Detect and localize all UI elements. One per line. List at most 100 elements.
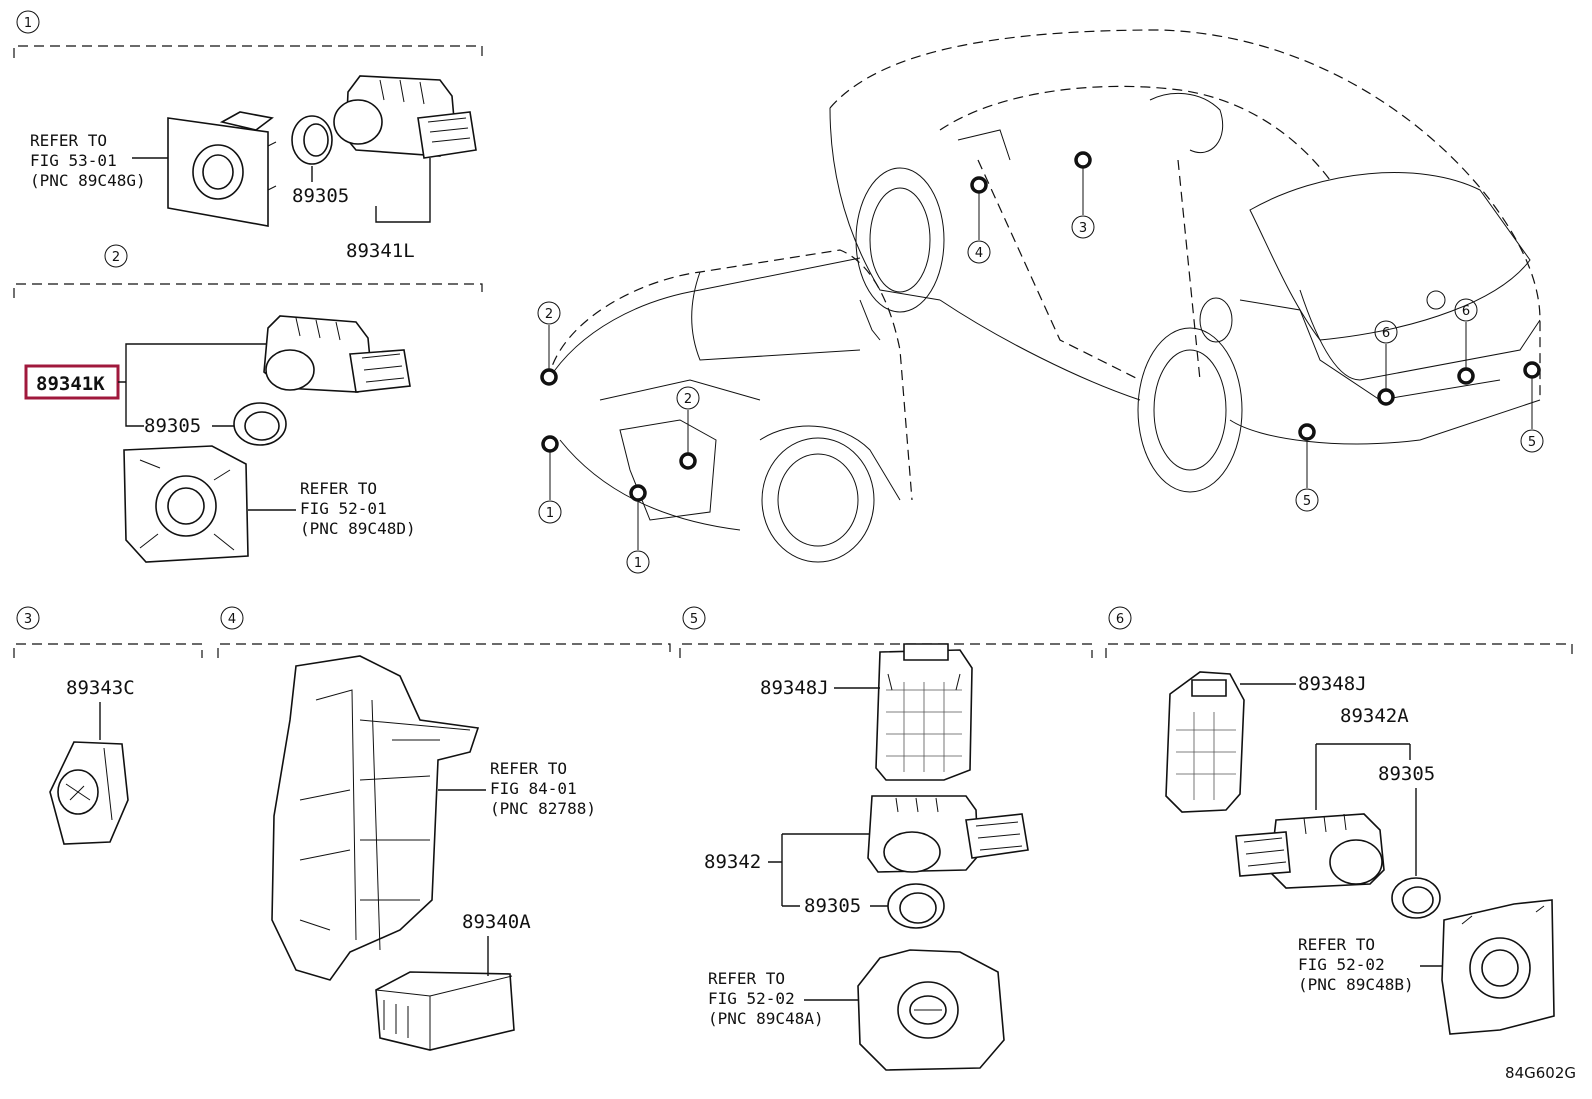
section-2-refer-to: REFER TO [300, 479, 377, 498]
section-5-number: 5 [690, 612, 698, 627]
part-label-89340A: 89340A [462, 911, 531, 933]
section-1-marker [16, 10, 40, 34]
part-label-89305-1: 89305 [292, 185, 349, 207]
sensor-bezel-6 [1441, 899, 1555, 1035]
leader [1315, 743, 1411, 810]
sensor-location-dot [1523, 361, 1541, 379]
callout-marker [626, 550, 650, 574]
callout-marker [1071, 215, 1095, 239]
sensor-ring-89305-5 [887, 883, 945, 929]
section-5-fig: FIG 52-02 [708, 989, 795, 1008]
leader [768, 833, 870, 907]
part-label-89348J-6: 89348J [1298, 673, 1367, 695]
section-4-fig: FIG 84-01 [490, 779, 577, 798]
rear-vehicle-view: 4 3 6 6 5 5 [829, 29, 1544, 512]
part-label-89342A: 89342A [1340, 705, 1409, 727]
ecu-bracket [271, 655, 480, 981]
section-4: 4 REFER TO FIG 84-01 (PNC 82788) 89340A [217, 606, 671, 1051]
sensor-bezel-1 [167, 111, 277, 227]
callout-number: 1 [634, 556, 642, 571]
section-6-number: 6 [1116, 612, 1124, 627]
sensor-89342A [1235, 813, 1385, 889]
section-5-bracket [679, 643, 1093, 658]
sensor-ring-89305-1 [291, 115, 333, 165]
section-5-pnc: (PNC 89C48A) [708, 1009, 824, 1028]
sensor-ring-89305-2 [233, 402, 287, 446]
sensor-89341K [263, 315, 411, 393]
section-2-marker [104, 244, 128, 268]
section-6-refer-to: REFER TO [1298, 935, 1375, 954]
ecu-89340A [375, 971, 515, 1051]
leader [118, 343, 266, 427]
sensor-bezel-2 [123, 445, 249, 563]
callout-number: 2 [545, 307, 553, 322]
callout-number: 5 [1303, 494, 1311, 509]
section-2-pnc: (PNC 89C48D) [300, 519, 416, 538]
sensor-location-dot [1377, 388, 1395, 406]
section-6-marker [1108, 606, 1132, 630]
callout-number: 6 [1462, 304, 1470, 319]
sensor-location-dot [1298, 423, 1316, 441]
section-6-pnc: (PNC 89C48B) [1298, 975, 1414, 994]
retainer-89348J-1 [875, 643, 973, 781]
sensor-location-dot [679, 452, 697, 470]
part-label-89341L: 89341L [346, 240, 415, 262]
part-label-89348J-5: 89348J [760, 677, 829, 699]
section-2-fig: FIG 52-01 [300, 499, 387, 518]
section-2: 2 89341K 89305 REFER TO FIG 52-01 (PNC 8… [13, 244, 483, 563]
callout-marker [676, 386, 700, 410]
callout-marker [1454, 298, 1478, 322]
section-2-number: 2 [112, 250, 120, 265]
section-3-bracket [13, 643, 203, 658]
callout-marker [537, 301, 561, 325]
callout-number: 5 [1528, 435, 1536, 450]
part-label-89305-2: 89305 [144, 415, 201, 437]
section-6-bracket [1105, 643, 1573, 658]
section-4-pnc: (PNC 82788) [490, 799, 596, 818]
callout-number: 2 [684, 392, 692, 407]
callout-number: 3 [1079, 221, 1087, 236]
front-vehicle-view: 2 1 2 1 [537, 249, 913, 574]
section-1-fig: FIG 53-01 [30, 151, 117, 170]
callout-marker [1520, 429, 1544, 453]
section-4-number: 4 [228, 612, 236, 627]
section-3-marker [16, 606, 40, 630]
sensor-location-dot [540, 368, 558, 386]
callout-number: 1 [546, 506, 554, 521]
section-5-marker [682, 606, 706, 630]
callout-marker [538, 500, 562, 524]
sensor-location-dot [1457, 367, 1475, 385]
sensor-location-dot [970, 176, 988, 194]
section-1-number: 1 [24, 16, 32, 31]
sensor-89341L [333, 75, 477, 159]
leader [375, 158, 431, 223]
section-6-fig: FIG 52-02 [1298, 955, 1385, 974]
callout-number: 6 [1382, 326, 1390, 341]
section-1-refer-to: REFER TO [30, 131, 107, 150]
sensor-bezel-5 [857, 949, 1005, 1071]
section-3: 3 89343C [13, 606, 203, 845]
sensor-location-dot [629, 484, 647, 502]
part-label-89342: 89342 [704, 851, 761, 873]
callout-marker [1374, 320, 1398, 344]
section-1-bracket [13, 45, 483, 58]
section-1: 1 REFER TO FIG 53-01 (PNC 89C48G) 89305 [13, 10, 483, 262]
part-label-89343C: 89343C [66, 677, 135, 699]
part-label-89305-6: 89305 [1378, 763, 1435, 785]
section-5: 5 89348J 89342 89305 [679, 606, 1093, 1071]
section-3-number: 3 [24, 612, 32, 627]
callout-marker [967, 240, 991, 264]
section-6: 6 89348J 89342A 89305 [1105, 606, 1573, 1035]
section-1-pnc: (PNC 89C48G) [30, 171, 146, 190]
part-label-89305-5: 89305 [804, 895, 861, 917]
section-4-refer-to: REFER TO [490, 759, 567, 778]
section-4-bracket [217, 643, 671, 658]
drawing-code: 84G602G [1505, 1064, 1576, 1082]
section-2-bracket [13, 283, 483, 298]
retainer-89348J-2 [1165, 671, 1245, 813]
part-label-89341K[interactable]: 89341K [36, 373, 105, 395]
sensor-location-dot [1074, 151, 1092, 169]
section-4-marker [220, 606, 244, 630]
callout-marker [1295, 488, 1319, 512]
